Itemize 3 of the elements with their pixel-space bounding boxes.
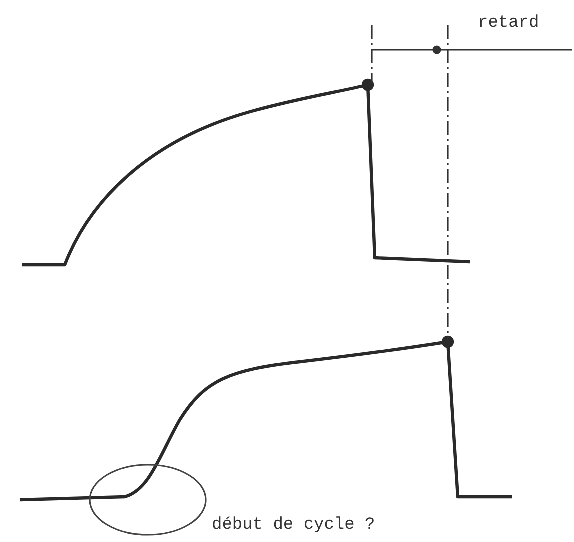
- annotation-text: début de cycle ?: [212, 516, 376, 535]
- dimension-label: retard: [478, 14, 540, 33]
- ellipse-outline: [88, 463, 208, 537]
